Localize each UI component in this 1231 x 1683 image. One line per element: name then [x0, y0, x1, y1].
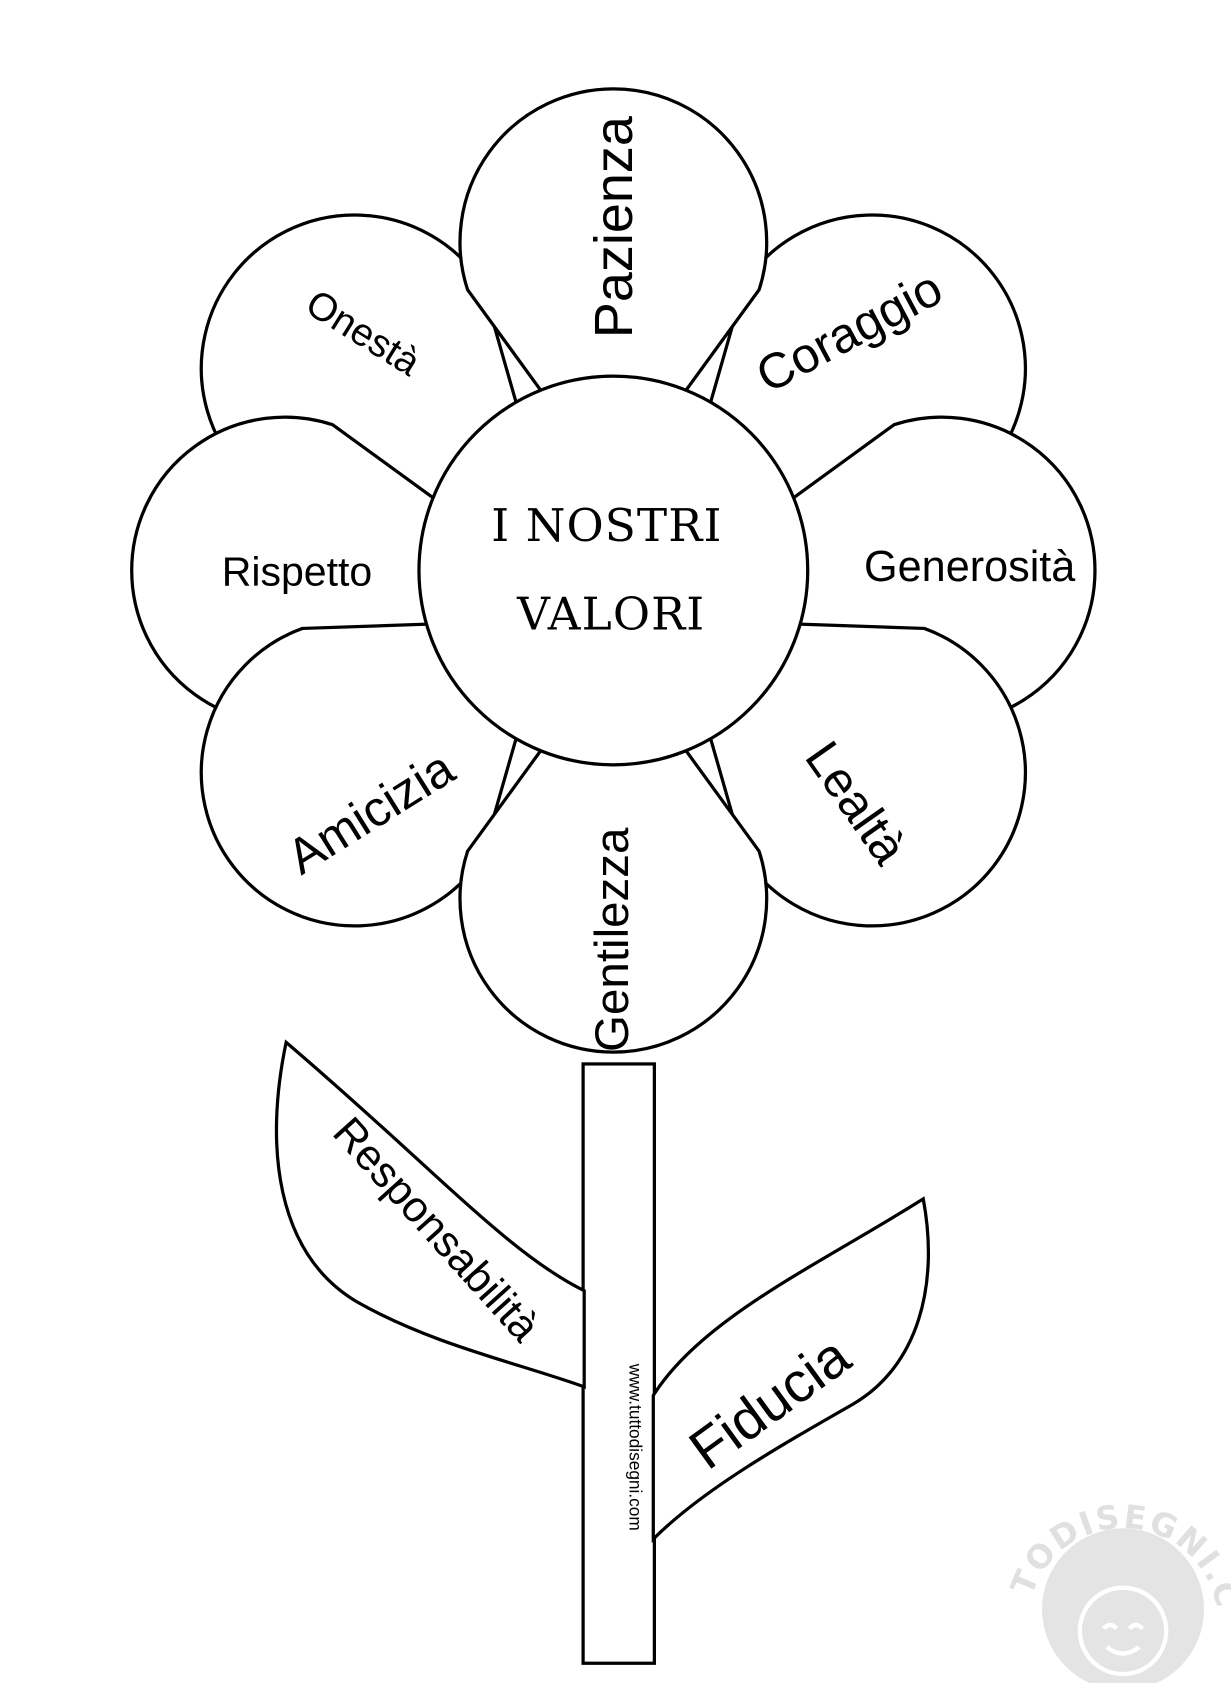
label-rispetto: Rispetto — [222, 549, 372, 595]
stem-url-text: www.tuttodisegni.com — [625, 1363, 645, 1531]
center-title-line2: VALORI — [516, 587, 705, 640]
label-generosita: Generosità — [864, 543, 1076, 591]
label-pazienza: Pazienza — [584, 115, 644, 338]
center-title-line1: I NOSTRI — [491, 499, 722, 552]
left-leaf — [274, 1039, 586, 1390]
flower-center — [417, 374, 810, 767]
right-leaf — [651, 1196, 930, 1543]
label-gentilezza: Gentilezza — [586, 827, 639, 1052]
